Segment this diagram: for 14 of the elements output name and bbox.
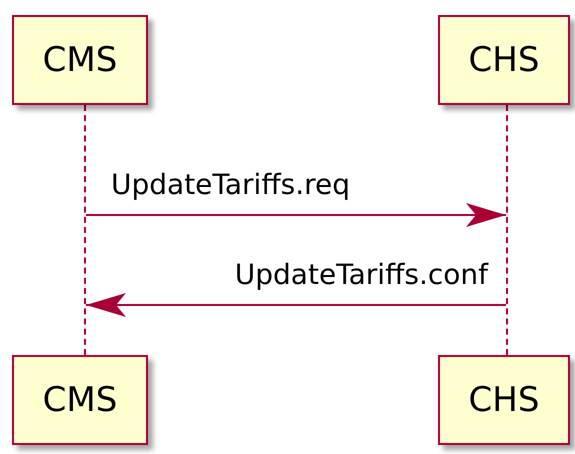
lifeline [84,105,86,355]
edge-label: UpdateTariffs.req [111,171,350,199]
participant-name: CMS [42,383,118,417]
participant-name: CHS [468,383,540,417]
message-arrow [86,293,506,317]
message-arrow [86,203,506,227]
edge-label: UpdateTariffs.conf [234,261,488,289]
participant-name: CHS [468,43,540,77]
participant-box [12,355,148,445]
lifeline [506,105,508,355]
participant-box [12,15,148,105]
participant-box [438,355,570,445]
participant-name: CMS [42,43,118,77]
participant-box [438,15,570,105]
